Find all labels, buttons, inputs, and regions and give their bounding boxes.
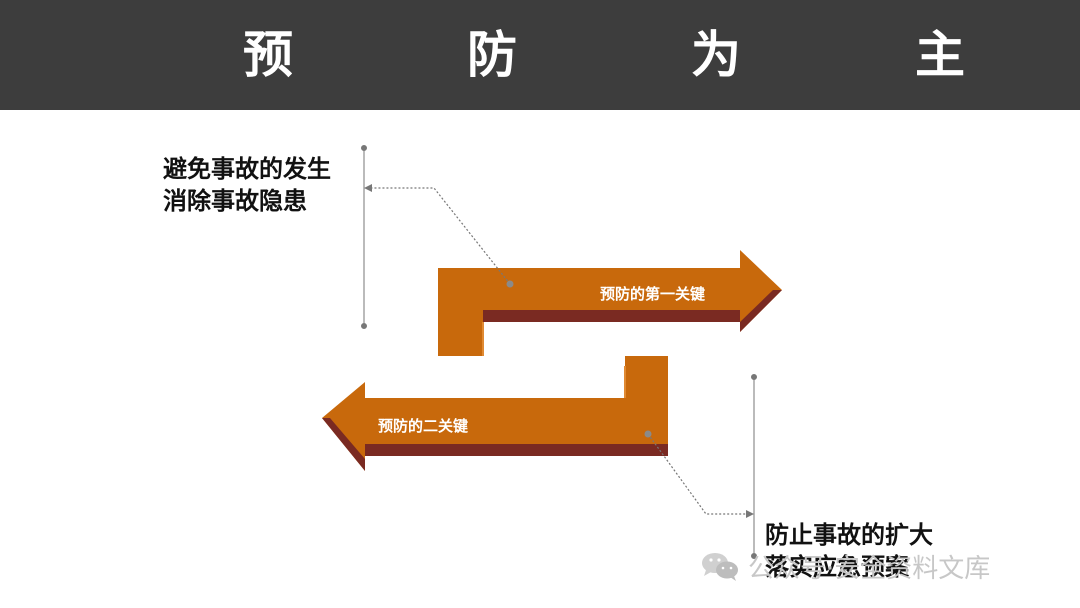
top-note-line-2: 消除事故隐患: [163, 187, 307, 215]
top-bracket-dot-end: [361, 323, 367, 329]
page-title: 预 防 为 主: [243, 26, 1027, 84]
prevention-diagram: [322, 145, 782, 559]
inner-bevel: [482, 322, 626, 398]
bottom-leader-arrowhead: [746, 510, 754, 518]
top-note: 避免事故的发生 消除事故隐患: [163, 153, 331, 217]
upper-shadow: [483, 310, 740, 322]
top-note-line-1: 避免事故的发生: [163, 155, 331, 183]
s-shaped-arrow: [322, 250, 782, 471]
arrow-body: [322, 250, 782, 471]
bottom-note-line-2: 落实应急预案: [765, 553, 909, 581]
upper-tip-shadow: [740, 290, 782, 332]
bottom-bracket-dot-start: [751, 374, 757, 380]
bottom-leader-dot: [644, 430, 652, 438]
watermark: 公众号·安全资料文库: [700, 548, 990, 584]
second-key-label: 预防的二关键: [378, 417, 469, 435]
bottom-bracket-dot-end: [751, 553, 757, 559]
lower-shadow: [365, 444, 668, 456]
wechat-icon: [702, 553, 738, 581]
top-leader-dot: [506, 280, 514, 288]
watermark-text: 公众号·安全资料文库: [748, 553, 991, 584]
header-bar: 预 防 为 主: [0, 0, 1080, 110]
top-bracket-dot-start: [361, 145, 367, 151]
bottom-note-line-1: 防止事故的扩大: [765, 521, 933, 549]
top-leader: [372, 187, 511, 285]
bottom-note: 防止事故的扩大 落实应急预案: [765, 519, 933, 583]
first-key-label: 预防的第一关键: [600, 285, 706, 303]
connectors: [361, 145, 757, 559]
lower-tip-shadow: [322, 418, 365, 471]
top-leader-arrowhead: [364, 184, 372, 192]
bottom-leader: [647, 433, 746, 515]
